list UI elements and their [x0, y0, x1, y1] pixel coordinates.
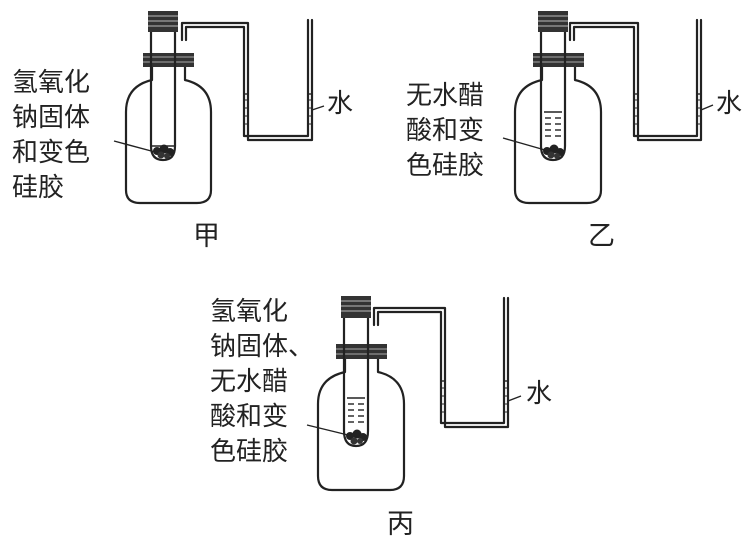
test-tube-yi [539, 30, 567, 162]
reagent-label-bing: 氢氧化 钠固体、 无水醋 酸和变 色硅胶 [210, 297, 322, 467]
test-tube-jia [149, 30, 177, 162]
water-label-bing: 水 [526, 379, 552, 409]
water-label-jia: 水 [327, 89, 353, 119]
bent-tube-bing [372, 296, 510, 429]
tube-stopper-yi [538, 11, 568, 32]
leader-reagent-bing [306, 424, 349, 436]
bent-tube-jia [180, 18, 314, 142]
caption-yi: 乙 [588, 221, 615, 252]
caption-bing: 丙 [387, 509, 414, 540]
setup-jia: 氢氧化 钠固体 和变色 硅胶 水 甲 [12, 11, 353, 252]
tube-stopper-jia [148, 11, 178, 32]
leader-water-bing [507, 395, 522, 402]
leader-reagent-jia [113, 140, 156, 153]
reagent-label-jia: 氢氧化 钠固体 和变色 硅胶 [12, 68, 98, 203]
setup-yi: 无水醋 酸和变 色硅胶 水 乙 [406, 11, 742, 252]
bent-tube-yi [568, 18, 703, 142]
reagent-label-yi: 无水醋 酸和变 色硅胶 [406, 81, 492, 181]
setup-bing: 氢氧化 钠固体、 无水醋 酸和变 色硅胶 水 丙 [210, 296, 552, 540]
bottle-jia [124, 65, 213, 205]
water-label-yi: 水 [716, 89, 742, 119]
liquid-bing [347, 397, 365, 423]
bottle-yi [513, 65, 603, 205]
solid-reagent-yi [543, 144, 564, 159]
solid-reagent-bing [346, 429, 367, 445]
leader-water-jia [311, 105, 325, 111]
bottle-bing [316, 357, 406, 492]
leader-reagent-yi [502, 137, 546, 151]
tube-stopper-bing [341, 296, 371, 318]
caption-jia: 甲 [193, 221, 220, 252]
liquid-yi [544, 111, 562, 137]
solid-reagent-jia [153, 144, 174, 159]
test-tube-bing [342, 316, 370, 448]
leader-water-yi [700, 104, 714, 111]
